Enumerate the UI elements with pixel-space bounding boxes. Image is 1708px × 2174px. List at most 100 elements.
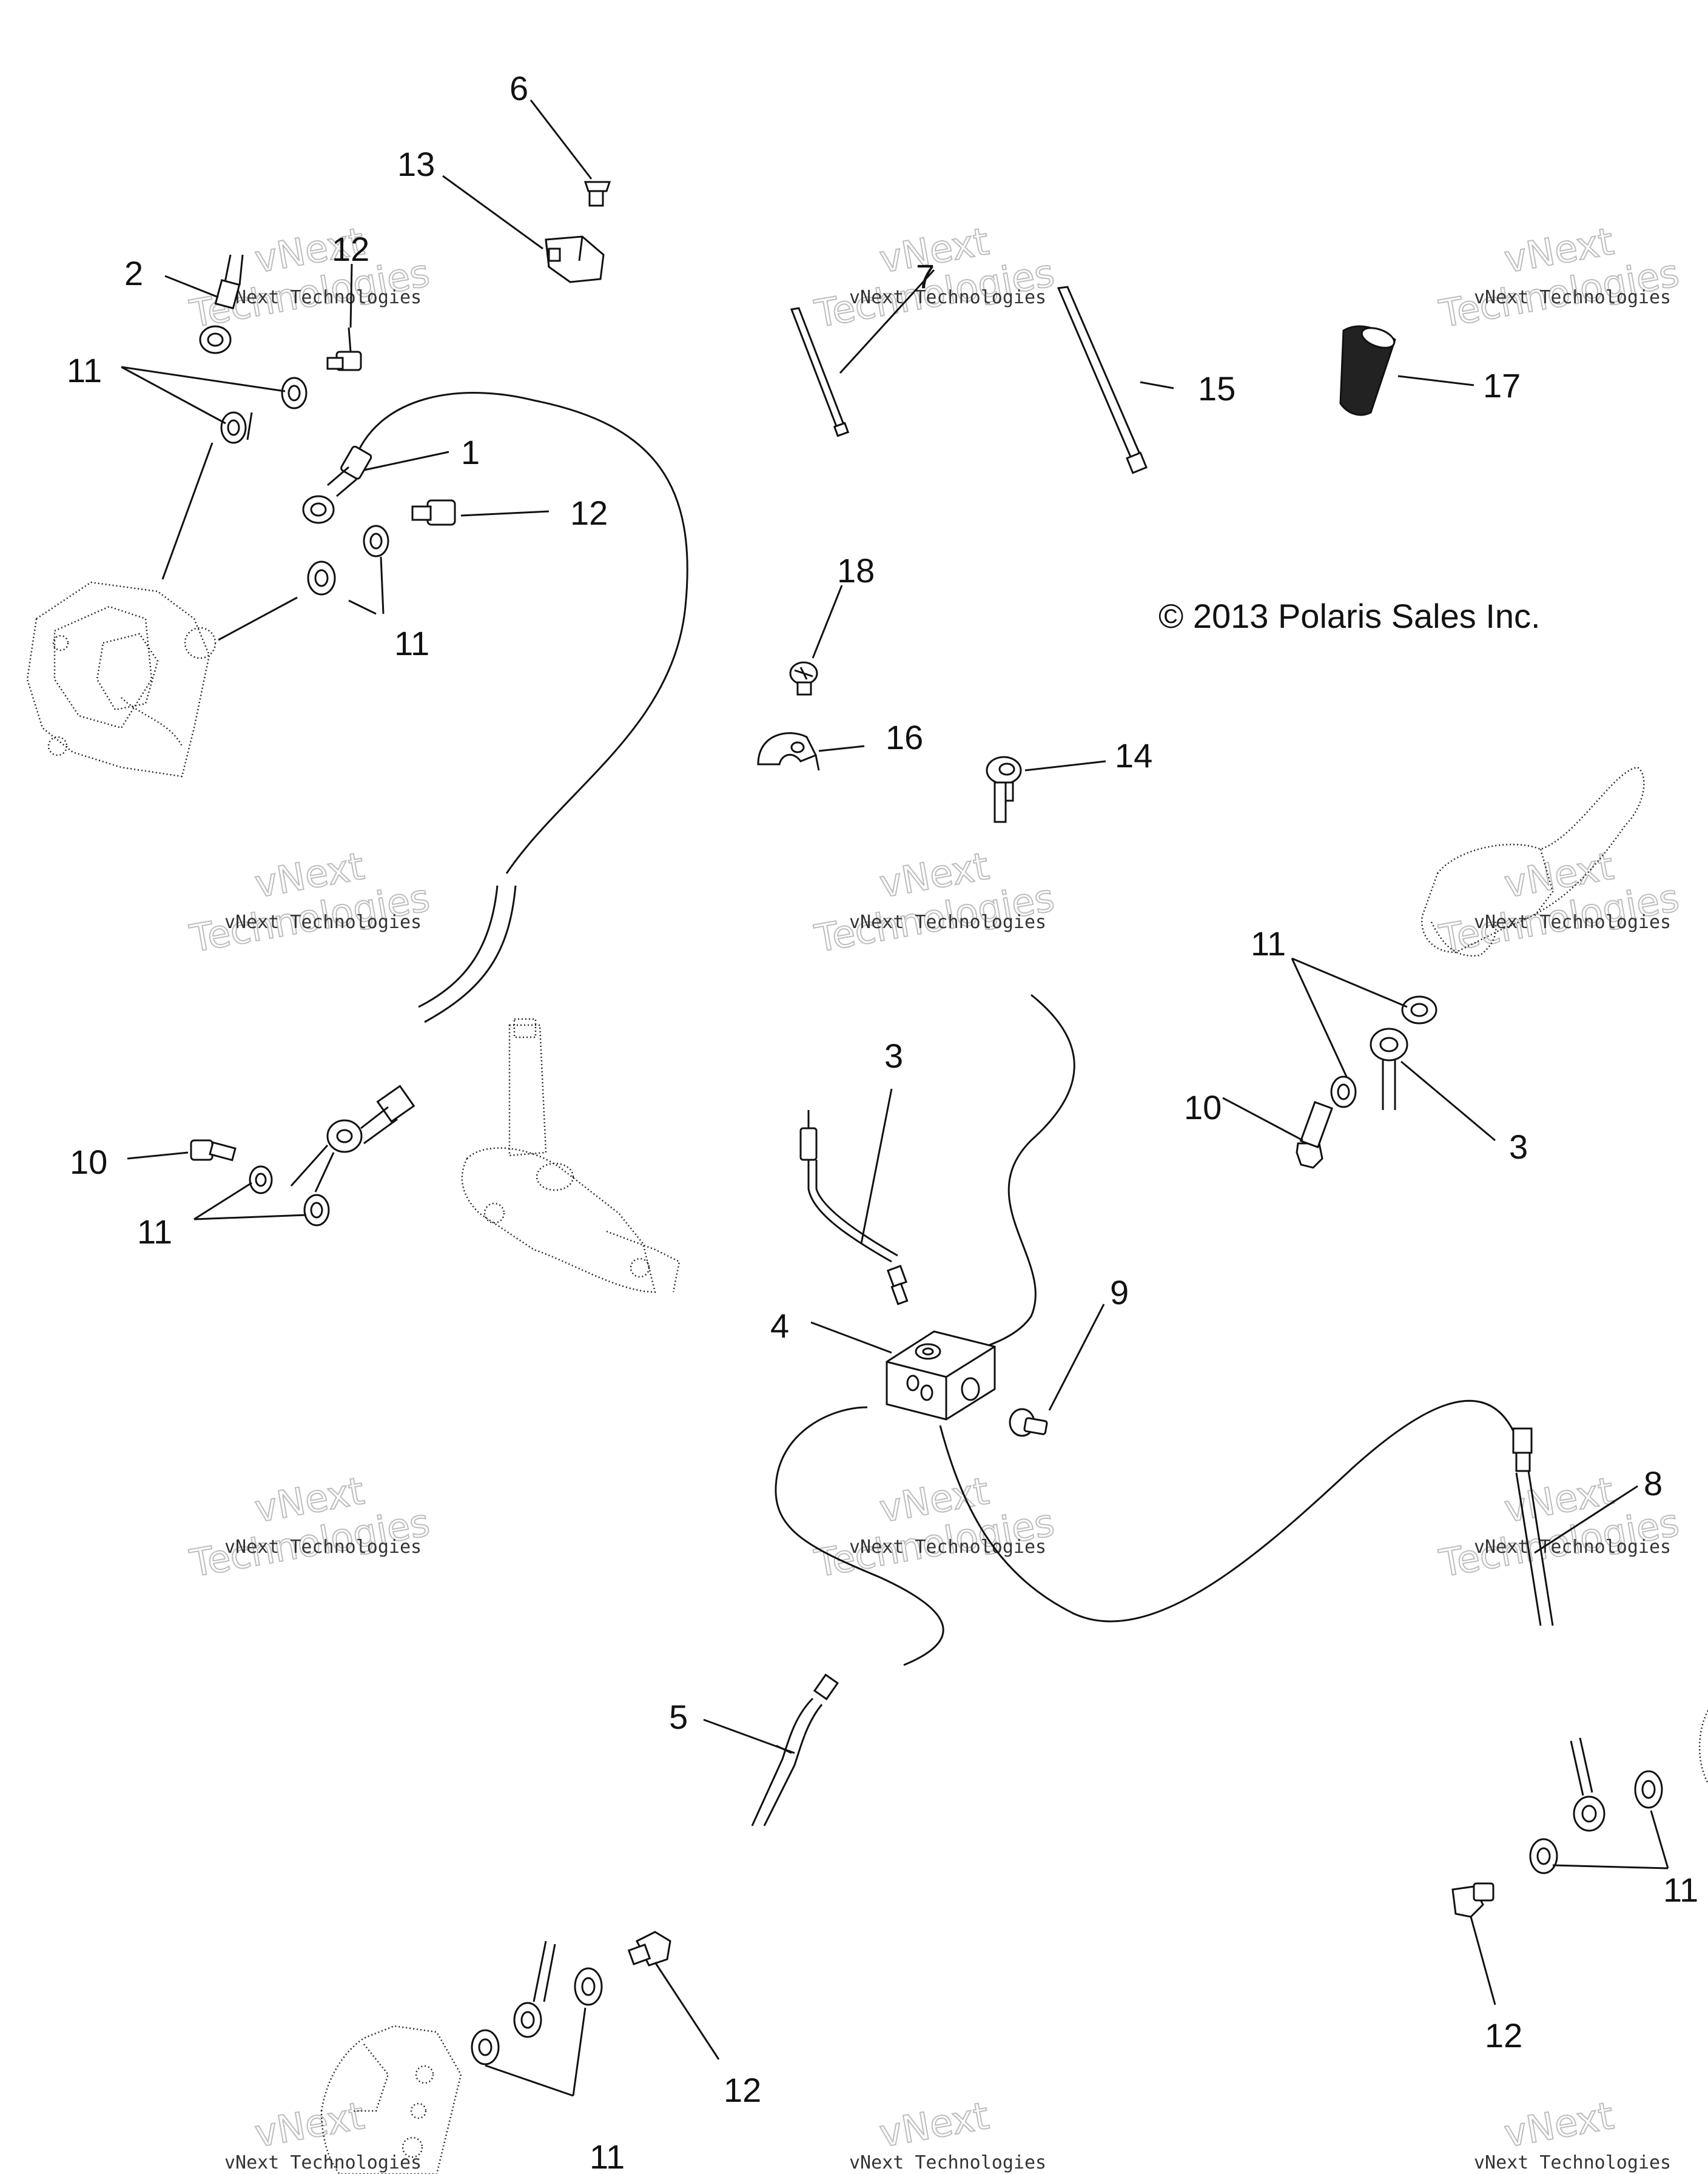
watermark-text: vNext Technologies: [1474, 287, 1671, 308]
banjo-bolt-12: [326, 327, 362, 371]
washer-11: [1401, 995, 1437, 1025]
bolt-10: [1296, 1101, 1333, 1169]
watermark: vNext: [1501, 2093, 1618, 2156]
callout-14: 14: [1115, 736, 1152, 775]
banjo-fitting-master: [326, 1085, 415, 1153]
banjo-fitting-bottom-left: [513, 1940, 556, 2038]
washer-11: [574, 1967, 603, 2006]
callouts: 6 13 2 12 11 1 12 11 7 15 17 18 © 2013 P…: [67, 69, 1698, 2174]
callout-11: 11: [137, 1213, 172, 1251]
callout-11: 11: [1663, 1871, 1698, 1909]
right-master-cylinder: [1421, 766, 1645, 957]
washer-11: [471, 2029, 500, 2065]
clip-16: [757, 732, 820, 771]
leader-lines: [121, 99, 1669, 2097]
washer-11: [281, 377, 308, 409]
watermark-text: vNext Technologies: [849, 1536, 1046, 1558]
watermark-text: vNext Technologies: [224, 287, 422, 308]
washer-11: [307, 560, 336, 596]
banjo-bolt-12: [411, 499, 456, 526]
washer-11: [303, 1194, 330, 1227]
bolt-10: [190, 1139, 237, 1162]
callout-9: 9: [1110, 1273, 1129, 1311]
bolt-9: [1009, 1408, 1048, 1437]
banjo-fitting-2: [199, 254, 244, 354]
brake-line-1: [352, 392, 688, 874]
washer-11: [220, 411, 247, 444]
callout-12: 12: [570, 494, 608, 532]
watermark: vNext Technologies: [811, 1468, 1058, 1586]
svg-text:vNext: vNext: [252, 2093, 368, 2156]
watermark: vNext: [876, 2093, 993, 2156]
sleeve-17: [1339, 325, 1396, 416]
watermark-text: vNext Technologies: [849, 287, 1046, 308]
callout-11: 11: [1251, 924, 1286, 963]
callout-7: 7: [916, 257, 935, 295]
callout-18: 18: [837, 551, 875, 590]
brake-line-8-fitting: [1512, 1427, 1554, 1626]
callout-10: 10: [1184, 1088, 1222, 1126]
watermark: vNext Technologies: [811, 843, 1058, 961]
callout-3: 3: [1509, 1128, 1528, 1166]
bracket-13: [545, 235, 605, 283]
screw-18: [789, 661, 818, 696]
callout-4: 4: [770, 1307, 789, 1345]
callout-12: 12: [332, 230, 369, 268]
callout-5: 5: [669, 1698, 688, 1736]
callout-16: 16: [886, 718, 923, 756]
watermark: vNext Technologies: [186, 1468, 434, 1586]
rear-caliper: [320, 2025, 462, 2174]
brake-line-8: [939, 1399, 1518, 1623]
callout-1: 1: [461, 433, 480, 471]
watermarks: vNext Technologies vNext Technologies vN…: [186, 218, 1683, 2173]
callout-12: 12: [724, 2071, 761, 2109]
callout-3: 3: [884, 1037, 903, 1075]
distribution-block-4: [886, 1330, 996, 1421]
rod-7: [790, 307, 850, 437]
washer-11: [1330, 1075, 1357, 1108]
callout-8: 8: [1644, 1464, 1663, 1503]
watermark-text: vNext Technologies: [224, 1536, 422, 1558]
watermark-text: vNext Technologies: [1474, 1536, 1671, 1558]
callout-11: 11: [394, 624, 429, 662]
callout-15: 15: [1198, 369, 1236, 408]
brake-line-5-fitting: [751, 1673, 839, 1826]
watermark: vNext Technologies: [186, 843, 434, 961]
watermark: vNext: [251, 2093, 368, 2156]
watermark-text: vNext Technologies: [224, 912, 422, 933]
washer-11: [1529, 1838, 1558, 1874]
watermark: vNext Technologies: [1436, 843, 1683, 961]
callout-6: 6: [509, 69, 528, 107]
callout-11: 11: [67, 351, 102, 389]
callout-10: 10: [70, 1143, 107, 1181]
right-caliper-edge: [1698, 1710, 1708, 1784]
watermark-text: vNext Technologies: [1474, 912, 1671, 933]
clamp-14: [986, 756, 1022, 823]
watermark-text: vNext Technologies: [849, 912, 1046, 933]
callout-12: 12: [1485, 2016, 1522, 2055]
svg-text:vNext: vNext: [876, 2093, 992, 2156]
watermark-text: vNext Technologies: [849, 2152, 1046, 2173]
copyright: © 2013 Polaris Sales Inc.: [1158, 597, 1541, 635]
banjo-fitting-1: [302, 445, 372, 524]
screw-6: [583, 181, 611, 207]
watermark-text: vNext Technologies: [224, 2152, 422, 2173]
banjo-bolt-12: [627, 1931, 671, 1967]
washer-11: [1634, 1770, 1663, 1809]
watermark-text: vNext Technologies: [1474, 2152, 1671, 2173]
brake-line-3-fitting: [799, 1110, 909, 1305]
banjo-fitting-3: [1370, 1028, 1408, 1110]
brake-line-3: [976, 994, 1075, 1351]
washer-11: [249, 1165, 273, 1194]
master-cylinder: [461, 1018, 681, 1293]
callout-13: 13: [397, 145, 435, 183]
watermark: vNext Technologies: [1436, 218, 1683, 337]
brake-lines: [352, 392, 1518, 1666]
banjo-fitting-bottom-right: [1570, 1737, 1605, 1832]
front-left-caliper: [26, 581, 217, 778]
washer-11: [363, 525, 389, 557]
watermark: vNext Technologies: [186, 218, 434, 337]
svg-text:vNext: vNext: [1501, 2093, 1617, 2156]
callout-17: 17: [1483, 366, 1521, 405]
